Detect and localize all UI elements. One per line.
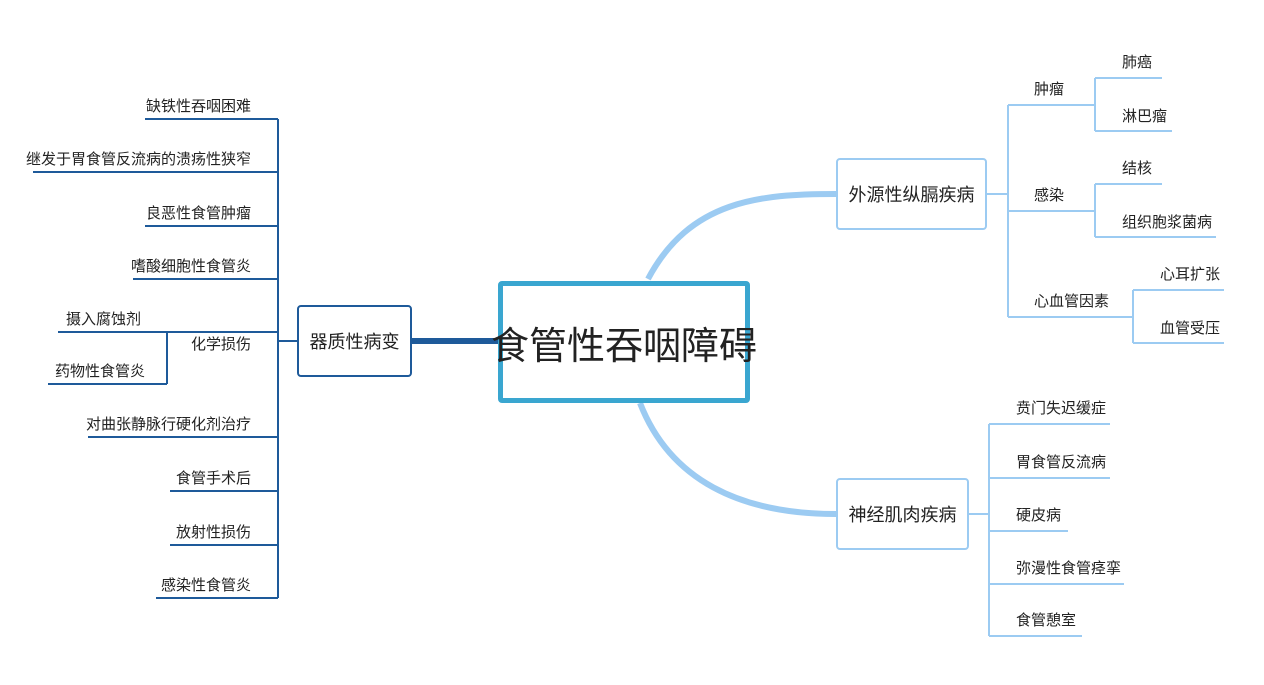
root-label: 食管性吞咽障碍 bbox=[491, 323, 758, 368]
leaf-node[interactable]: 组织胞浆菌病 bbox=[1122, 213, 1213, 231]
leaf-node[interactable]: 贲门失迟缓症 bbox=[1016, 399, 1107, 417]
leaf-node[interactable]: 硬皮病 bbox=[1016, 506, 1062, 524]
leaf-node[interactable]: 弥漫性食管痉挛 bbox=[1016, 559, 1122, 577]
leaf-node[interactable]: 血管受压 bbox=[1160, 319, 1221, 337]
leaf-node[interactable]: 药物性食管炎 bbox=[55, 362, 146, 380]
branch-organic-lesion[interactable]: 器质性病变 bbox=[297, 305, 412, 377]
branch-label: 外源性纵膈疾病 bbox=[848, 185, 975, 206]
leaf-node[interactable]: 摄入腐蚀剂 bbox=[66, 310, 142, 328]
leaf-node[interactable]: 心耳扩张 bbox=[1160, 265, 1221, 283]
root-node[interactable]: 食管性吞咽障碍 bbox=[491, 281, 757, 403]
branch-mediastinal-disease[interactable]: 外源性纵膈疾病 bbox=[836, 158, 987, 230]
leaf-node[interactable]: 肺癌 bbox=[1122, 53, 1153, 71]
leaf-node[interactable]: 食管手术后 bbox=[175, 469, 251, 487]
leaf-node[interactable]: 嗜酸细胞性食管炎 bbox=[130, 257, 251, 275]
leaf-node[interactable]: 感染性食管炎 bbox=[160, 576, 251, 594]
leaf-node[interactable]: 继发于胃食管反流病的溃疡性狭窄 bbox=[25, 150, 251, 168]
leaf-node[interactable]: 食管憩室 bbox=[1016, 611, 1077, 629]
group-node[interactable]: 肿瘤 bbox=[1034, 80, 1065, 98]
leaf-node[interactable]: 缺铁性吞咽困难 bbox=[145, 97, 251, 115]
branch-label: 神经肌肉疾病 bbox=[848, 505, 957, 526]
group-node[interactable]: 感染 bbox=[1034, 186, 1065, 204]
branch-neuromuscular-disease[interactable]: 神经肌肉疾病 bbox=[836, 478, 969, 550]
leaf-node[interactable]: 结核 bbox=[1122, 159, 1153, 177]
leaf-node[interactable]: 良恶性食管肿瘤 bbox=[145, 204, 251, 222]
leaf-node[interactable]: 放射性损伤 bbox=[175, 523, 251, 541]
leaf-node[interactable]: 胃食管反流病 bbox=[1016, 453, 1107, 471]
branch-label: 器质性病变 bbox=[309, 332, 400, 353]
group-node[interactable]: 心血管因素 bbox=[1034, 292, 1110, 310]
leaf-node[interactable]: 对曲张静脉行硬化剂治疗 bbox=[85, 415, 251, 433]
leaf-node-chemical-injury[interactable]: 化学损伤 bbox=[190, 335, 251, 353]
leaf-node[interactable]: 淋巴瘤 bbox=[1122, 107, 1168, 125]
